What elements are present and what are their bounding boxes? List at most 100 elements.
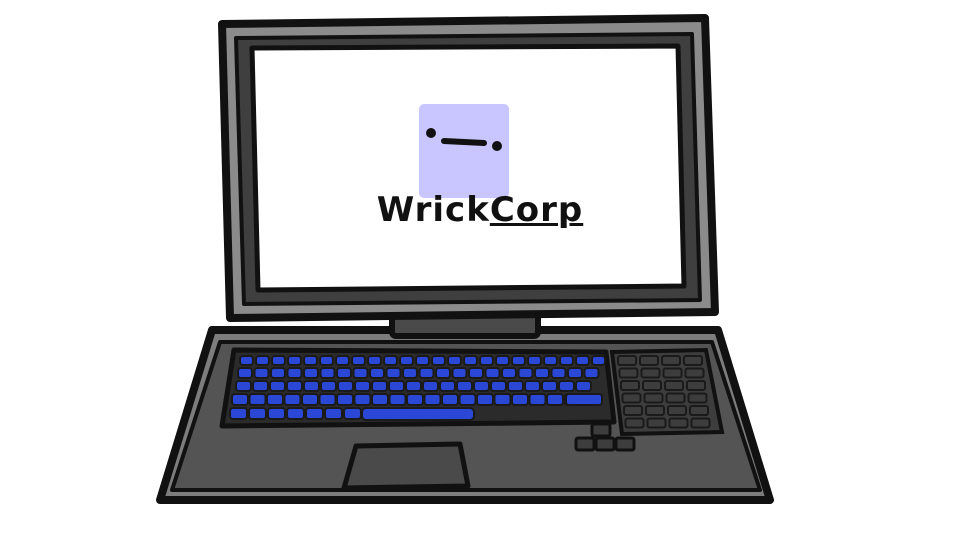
keyboard-key xyxy=(239,355,254,366)
keyboard-key xyxy=(447,355,462,366)
keyboard-key xyxy=(534,367,550,379)
keyboard-key xyxy=(255,355,270,366)
brand-wordmark: WrickCorp xyxy=(0,190,960,230)
keyboard-key xyxy=(517,367,534,379)
keyboard-key xyxy=(388,380,405,392)
keyboard-key xyxy=(456,380,473,392)
keyboard-key xyxy=(476,393,494,406)
keyboard-key xyxy=(303,380,320,392)
keyboard-key xyxy=(371,380,388,392)
numpad-key xyxy=(623,405,643,416)
keyboard-key xyxy=(415,355,430,366)
keyboard-key xyxy=(484,367,501,379)
keyboard-key xyxy=(303,367,319,379)
keyboard-key xyxy=(301,393,319,406)
keyboard-key xyxy=(507,380,524,392)
keyboard-key xyxy=(336,367,352,379)
keyboard-key xyxy=(511,355,526,366)
keyboard-key xyxy=(324,407,343,420)
keyboard-key xyxy=(473,380,490,392)
keyboard-key xyxy=(511,393,529,406)
keyboard-key xyxy=(367,355,382,366)
keyboard-key xyxy=(490,380,507,392)
keyboard-key xyxy=(286,407,305,420)
keyboard-key xyxy=(501,367,517,379)
keyboard-key xyxy=(458,393,477,406)
keyboard-key xyxy=(575,380,592,392)
keyboard-key xyxy=(418,367,435,379)
keyboard-key xyxy=(575,355,590,366)
numpad-key xyxy=(661,355,681,366)
numpad-key xyxy=(645,405,665,416)
keyboard-key xyxy=(479,355,494,366)
keyboard-key xyxy=(319,367,336,379)
keyboard-key xyxy=(371,393,389,406)
keyboard-key xyxy=(369,367,385,379)
numpad-key xyxy=(687,392,708,404)
keyboard-key xyxy=(422,380,439,392)
keyboard-key xyxy=(351,355,366,366)
keyboard-key xyxy=(383,355,398,366)
numpad-key xyxy=(683,355,703,366)
numpad-key xyxy=(621,392,642,404)
keyboard-key xyxy=(406,393,424,406)
keyboard-key xyxy=(583,367,600,379)
keyboard-key xyxy=(336,393,354,406)
keyboard-key xyxy=(527,355,542,366)
keyboard-key xyxy=(248,393,267,406)
keyboard-key xyxy=(305,407,324,420)
keyboard-key xyxy=(270,367,286,379)
spacebar-key xyxy=(361,407,475,421)
keyboard-key xyxy=(343,407,362,420)
keyboard-key xyxy=(399,355,414,366)
keyboard-key xyxy=(495,355,510,366)
keyboard-key xyxy=(252,380,269,392)
keyboard-key xyxy=(335,355,350,366)
keyboard-key xyxy=(318,393,337,406)
blocky-face-icon xyxy=(419,104,509,198)
numpad-key xyxy=(624,417,645,429)
keyboard-key xyxy=(283,393,302,406)
enter-key xyxy=(565,393,603,406)
keyboard-key xyxy=(559,355,574,366)
brand-name-part2: Corp xyxy=(489,190,584,230)
keyboard-key xyxy=(431,355,446,366)
numpad-key xyxy=(665,392,686,404)
keyboard-key xyxy=(248,407,267,420)
keyboard-key xyxy=(463,355,478,366)
keyboard-key xyxy=(271,355,286,366)
numpad-key xyxy=(640,367,661,379)
keyboard-key xyxy=(303,355,318,366)
numpad-key xyxy=(646,417,667,429)
keyboard-key xyxy=(451,367,468,379)
keyboard-key xyxy=(237,367,253,379)
brand-name-part1: Wrick xyxy=(376,190,490,230)
keyboard-key xyxy=(286,380,303,392)
keyboard-key xyxy=(354,380,371,392)
keyboard-key xyxy=(550,367,567,379)
keyboard-key xyxy=(541,380,558,392)
keyboard-key xyxy=(423,393,442,406)
keyboard-key xyxy=(287,355,302,366)
numpad-key xyxy=(617,355,637,366)
numpad-keys xyxy=(617,355,711,429)
keyboard-key xyxy=(524,380,541,392)
keyboard-key xyxy=(388,393,407,406)
keyboard-key xyxy=(266,393,284,406)
keyboard-key xyxy=(558,380,575,392)
keyboard-key xyxy=(319,355,334,366)
keyboard-keys xyxy=(229,355,606,421)
keyboard-key xyxy=(528,393,547,406)
numpad-key xyxy=(620,380,640,391)
keyboard-key xyxy=(402,367,418,379)
keyboard-key xyxy=(441,393,459,406)
numpad-key xyxy=(690,417,711,429)
numpad-key xyxy=(689,405,709,416)
numpad-key xyxy=(686,380,706,391)
keyboard-key xyxy=(267,407,286,420)
numpad-key xyxy=(618,367,639,379)
keyboard-key xyxy=(269,380,286,392)
keyboard-key xyxy=(405,380,422,392)
keyboard-key xyxy=(591,355,606,366)
keyboard-key xyxy=(235,380,252,392)
